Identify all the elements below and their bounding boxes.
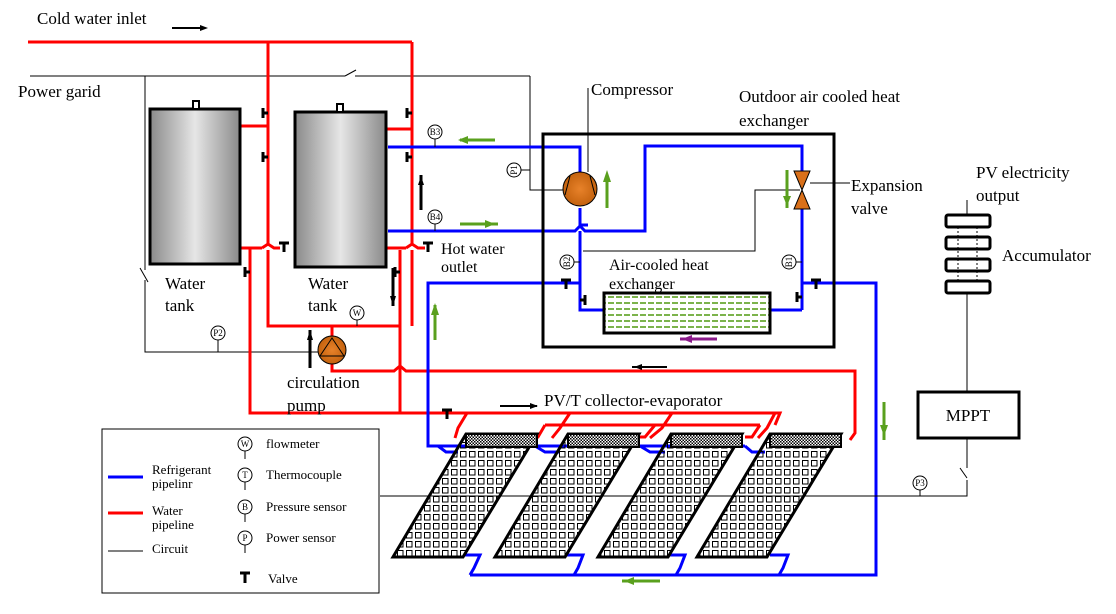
legend: Refrigerant pipelinr Water pipeline Circ… (101, 428, 380, 594)
sensor-b1 (781, 254, 802, 270)
valve-icon (405, 108, 412, 118)
sensor-b3-label: B3 (430, 127, 441, 137)
accumulator-label: Accumulator (1002, 246, 1091, 265)
sensors (210, 124, 928, 491)
legend-valve-icon (240, 571, 250, 583)
legend-flowmeter-label: flowmeter (266, 436, 320, 451)
expansion-valve-label-1: Expansion (851, 176, 923, 195)
outdoor-unit-box (541, 132, 836, 349)
cold-water-inlet-label: Cold water inlet (37, 9, 147, 28)
accumulator (944, 213, 992, 295)
legend-valve-label: Valve (268, 571, 298, 586)
sensor-p1 (506, 162, 522, 178)
circulation-pump-label-2: pump (287, 396, 326, 415)
water-tank-2-label-2: tank (308, 296, 338, 315)
legend-flowmeter-glyph: W (241, 439, 250, 449)
legend-refrigerant-label-1: Refrigerant (152, 462, 212, 477)
valve-icon (811, 278, 821, 289)
valve-icon (393, 267, 400, 277)
legend-power-glyph: P (242, 533, 247, 543)
sensor-p2-label: P2 (213, 328, 223, 338)
water-tank-1 (148, 100, 242, 266)
valve-icon (261, 108, 268, 118)
valve-icon (580, 295, 587, 305)
sensor-b2 (559, 254, 580, 270)
mppt-box (916, 390, 1021, 440)
outdoor-hx-label-2: exchanger (739, 111, 809, 130)
pv-output-label-2: output (976, 186, 1020, 205)
legend-refrigerant-label-2: pipelinr (152, 476, 193, 491)
circulation-pump-label-1: circulation (287, 373, 360, 392)
air-cooled-hx-label-1: Air-cooled heat (609, 257, 709, 274)
sensor-w (349, 305, 365, 326)
flow-arrows (172, 25, 888, 585)
sensor-b2-label: B2 (562, 257, 572, 268)
air-cooled-heat-exchanger (602, 291, 772, 335)
sensor-b3 (427, 124, 443, 147)
sensor-b4 (427, 209, 443, 231)
legend-pressure-glyph: B (242, 502, 248, 512)
sensor-w-label: W (353, 308, 362, 318)
outdoor-hx-label-1: Outdoor air cooled heat (739, 87, 900, 106)
valve-icon (405, 152, 412, 162)
pv-output-label-1: PV electricity (976, 163, 1070, 182)
mppt-label: MPPT (946, 406, 991, 425)
sensor-p3 (912, 475, 928, 491)
valve-icon (423, 241, 433, 252)
valve-icon (442, 408, 452, 419)
pvt-panels (390, 432, 880, 559)
sensor-p2 (210, 325, 226, 341)
legend-thermocouple-glyph: T (242, 470, 248, 480)
valve-icon (261, 152, 268, 162)
power-grid-label: Power garid (18, 82, 101, 101)
legend-water-label-1: Water (152, 503, 183, 518)
sensor-b4-label: B4 (430, 212, 441, 222)
hot-water-outlet-label-2: outlet (441, 259, 478, 276)
valve-icon (279, 241, 289, 252)
compressor (562, 171, 598, 207)
valve-icon (243, 267, 250, 277)
legend-power-sensor-label: Power sensor (266, 530, 336, 545)
water-tank-2 (293, 103, 388, 269)
pvt-collector-label: PV/T collector-evaporator (544, 391, 723, 410)
expansion-valve-label-2: valve (851, 199, 888, 218)
valve-icon (561, 278, 571, 289)
pvt-panel-1 (390, 432, 540, 559)
refrigerant-pipelines (388, 144, 878, 577)
valve-icon (795, 292, 802, 302)
legend-thermocouple-label: Thermocouple (266, 467, 342, 482)
compressor-label: Compressor (591, 80, 674, 99)
sensor-p3-label: P3 (915, 478, 925, 488)
legend-circuit-label: Circuit (152, 541, 188, 556)
valves (243, 108, 821, 419)
water-tank-1-label-1: Water (165, 274, 205, 293)
water-tank-2-label-1: Water (308, 274, 348, 293)
legend-pressure-sensor-label: Pressure sensor (266, 499, 347, 514)
legend-water-label-2: pipeline (152, 517, 194, 532)
sensor-b1-label: B1 (784, 257, 794, 268)
hot-water-outlet-label-1: Hot water (441, 241, 505, 258)
sensor-p1-label: P1 (509, 165, 519, 175)
expansion-valve (793, 170, 811, 210)
circulation-pump (317, 335, 347, 365)
air-cooled-hx-label-2: exchanger (609, 276, 675, 293)
water-tank-1-label-2: tank (165, 296, 195, 315)
